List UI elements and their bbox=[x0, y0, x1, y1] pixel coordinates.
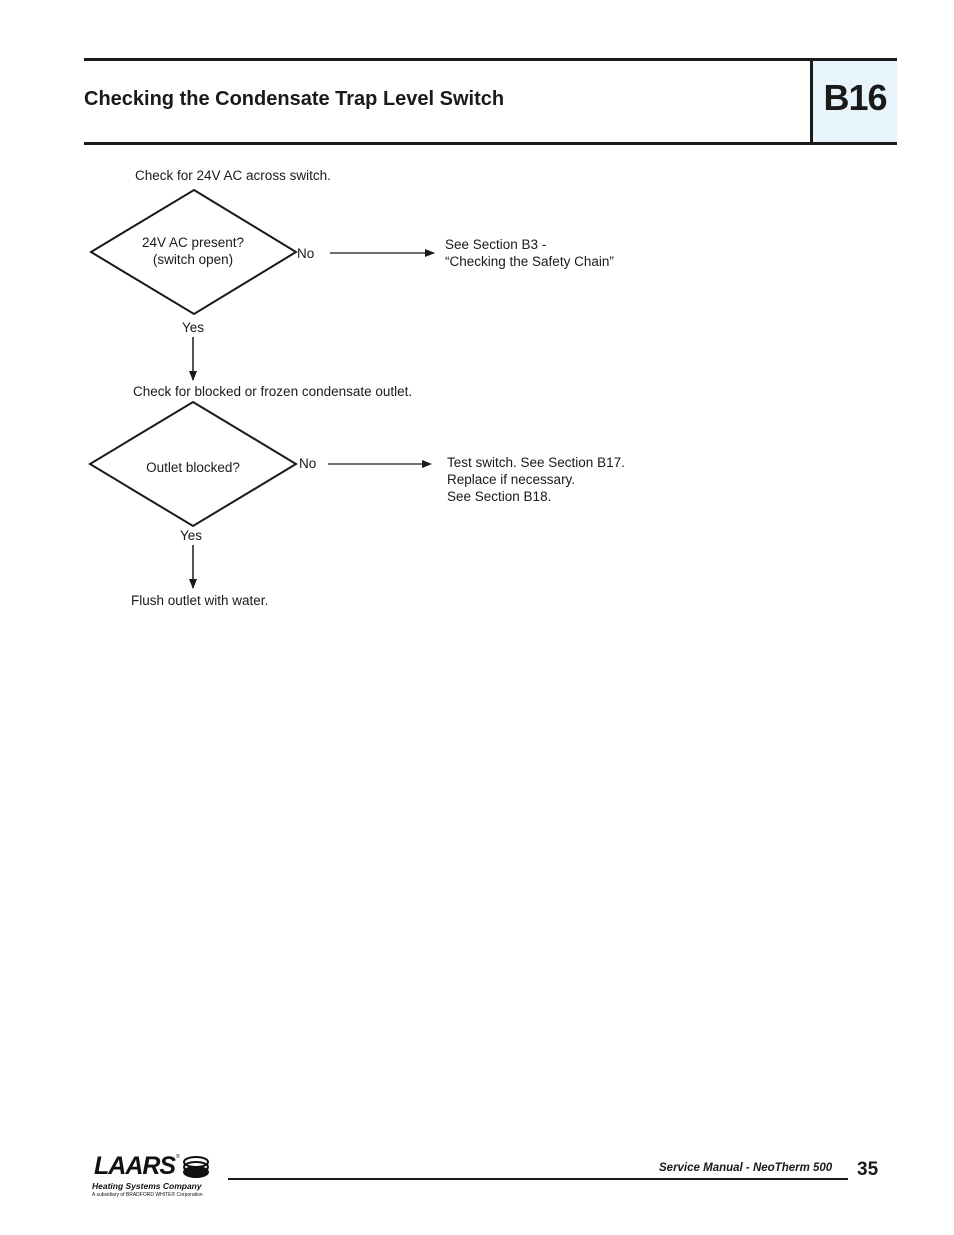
section-code: B16 bbox=[823, 77, 887, 118]
step-check-24v: Check for 24V AC across switch. bbox=[135, 168, 331, 183]
decision-2-text: Outlet blocked? bbox=[146, 460, 240, 475]
footer-manual-title: Service Manual - NeoTherm 500 bbox=[659, 1162, 833, 1174]
step-flush-outlet: Flush outlet with water. bbox=[131, 593, 269, 608]
header-top-rule bbox=[84, 58, 897, 61]
logo-coil-icon bbox=[183, 1156, 209, 1178]
section-code-box: B16 bbox=[810, 61, 897, 142]
decision-1-yes-label: Yes bbox=[182, 320, 205, 335]
footer-rule bbox=[228, 1178, 848, 1180]
result-1-line2: “Checking the Safety Chain” bbox=[445, 254, 614, 269]
decision-diamond-2 bbox=[88, 400, 298, 528]
decision-1-text-line1: 24V AC present? bbox=[141, 235, 245, 250]
logo-subsidiary: A subsidiary of BRADFORD WHITE® Corporat… bbox=[92, 1192, 203, 1198]
step-check-outlet: Check for blocked or frozen condensate o… bbox=[133, 384, 413, 399]
decision-1-text-line2: (switch open) bbox=[152, 252, 234, 267]
logo-tagline: Heating Systems Company bbox=[92, 1181, 202, 1191]
page-title: Checking the Condensate Trap Level Switc… bbox=[84, 88, 505, 110]
laars-logo: LAARS ® Heating Systems Company A subsid… bbox=[90, 1152, 215, 1200]
page-number: 35 bbox=[857, 1159, 879, 1180]
logo-registered-mark: ® bbox=[176, 1154, 180, 1160]
logo-wordmark: LAARS bbox=[94, 1152, 176, 1180]
flowchart-diagram bbox=[88, 188, 435, 589]
result-2-line3: See Section B18. bbox=[447, 489, 552, 504]
result-2-line1: Test switch. See Section B17. bbox=[447, 455, 625, 470]
result-1-line1: See Section B3 - bbox=[445, 237, 547, 252]
decision-2-no-label: No bbox=[299, 456, 317, 471]
header-bottom-rule bbox=[84, 142, 897, 145]
decision-1-no-label: No bbox=[297, 246, 315, 261]
result-2-line2: Replace if necessary. bbox=[447, 472, 576, 487]
decision-2-yes-label: Yes bbox=[180, 528, 203, 543]
decision-diamond-1 bbox=[89, 188, 298, 316]
